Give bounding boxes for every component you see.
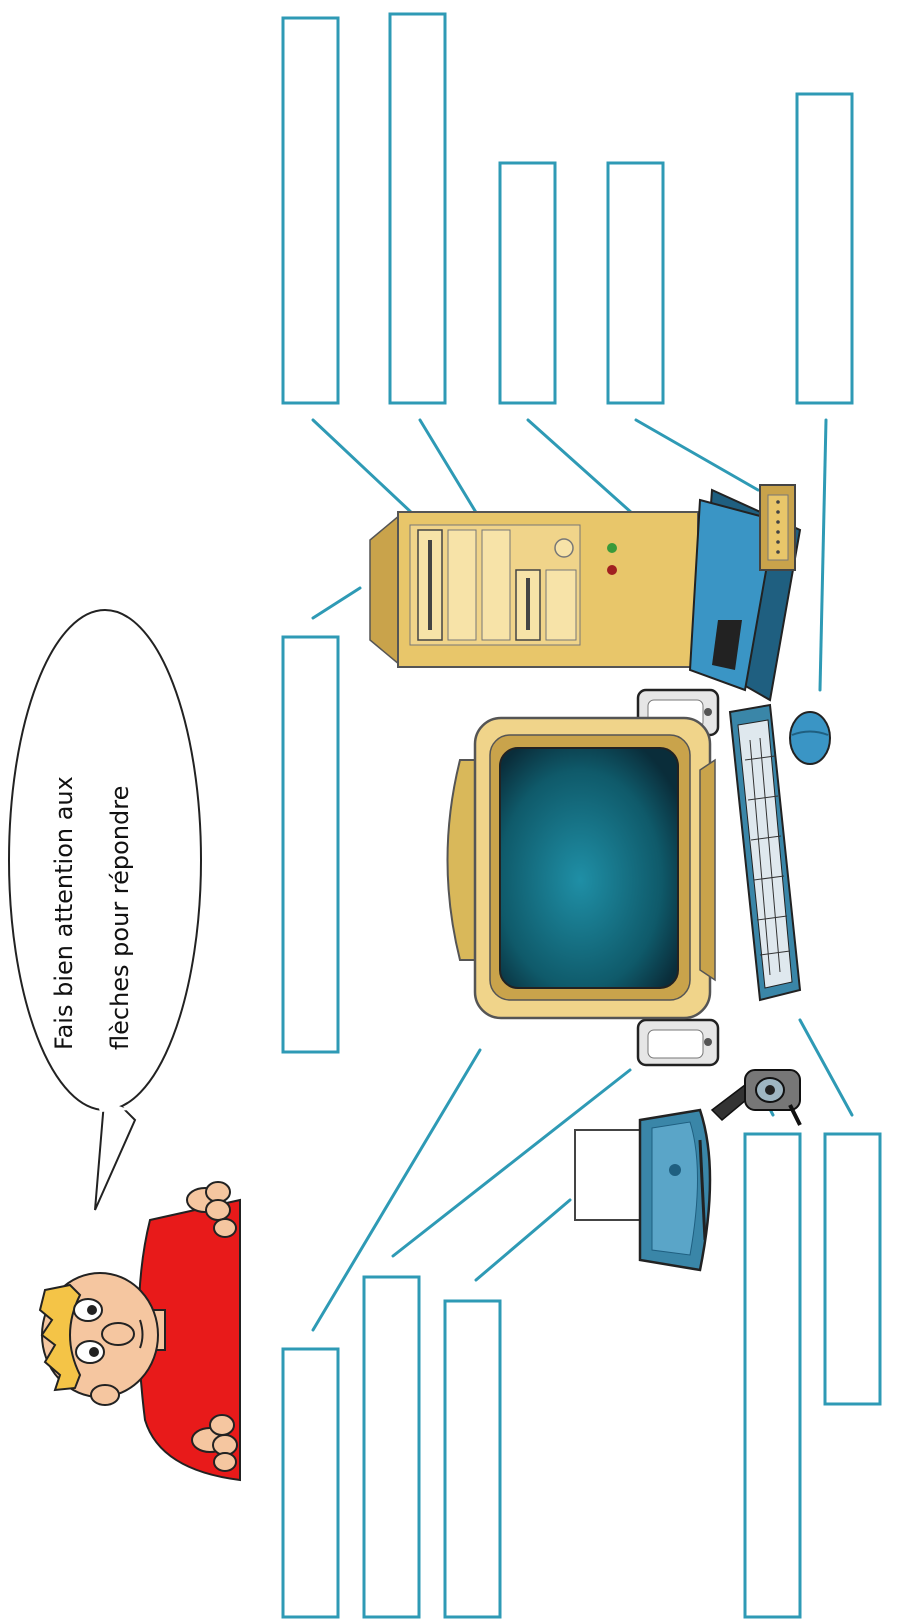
leader-line-left [313,588,360,618]
leader-line-bottom-3 [476,1200,570,1280]
answer-box-left-middle[interactable] [283,637,338,1052]
leader-line-bottom-5 [800,1020,852,1115]
answer-box-bottom-5[interactable] [825,1134,880,1404]
speaker-bottom [638,1020,718,1065]
printer [575,1110,710,1270]
bubble-text-line-2: flèches pour répondre [106,786,134,1050]
computer-tower [370,512,698,667]
answer-box-bottom-3[interactable] [445,1301,500,1617]
leader-line-top-4 [636,420,758,490]
speech-bubble: Fais bien attention aux flèches pour rép… [9,610,201,1210]
answer-box-top-1[interactable] [283,18,338,403]
leader-line-top-5 [820,420,826,690]
modem [760,485,795,570]
bubble-text-line-1: Fais bien attention aux [50,776,78,1050]
webcam [712,1070,800,1125]
answer-box-top-5[interactable] [797,94,852,403]
boy-character [40,1182,240,1480]
svg-text:Fais bien attention aux: Fais bien attention aux [50,776,78,1050]
printer-paper [575,1130,640,1220]
monitor-screen [500,748,678,988]
answer-box-bottom-2[interactable] [364,1277,419,1617]
answer-box-bottom-1[interactable] [283,1349,338,1617]
answer-box-top-3[interactable] [500,163,555,403]
mouse [790,712,830,764]
crt-monitor [448,718,716,1018]
answer-box-top-4[interactable] [608,163,663,403]
svg-text:flèches pour répondre: flèches pour répondre [106,786,134,1050]
answer-box-bottom-4[interactable] [745,1134,800,1617]
answer-box-top-2[interactable] [390,14,445,403]
keyboard [730,705,800,1000]
